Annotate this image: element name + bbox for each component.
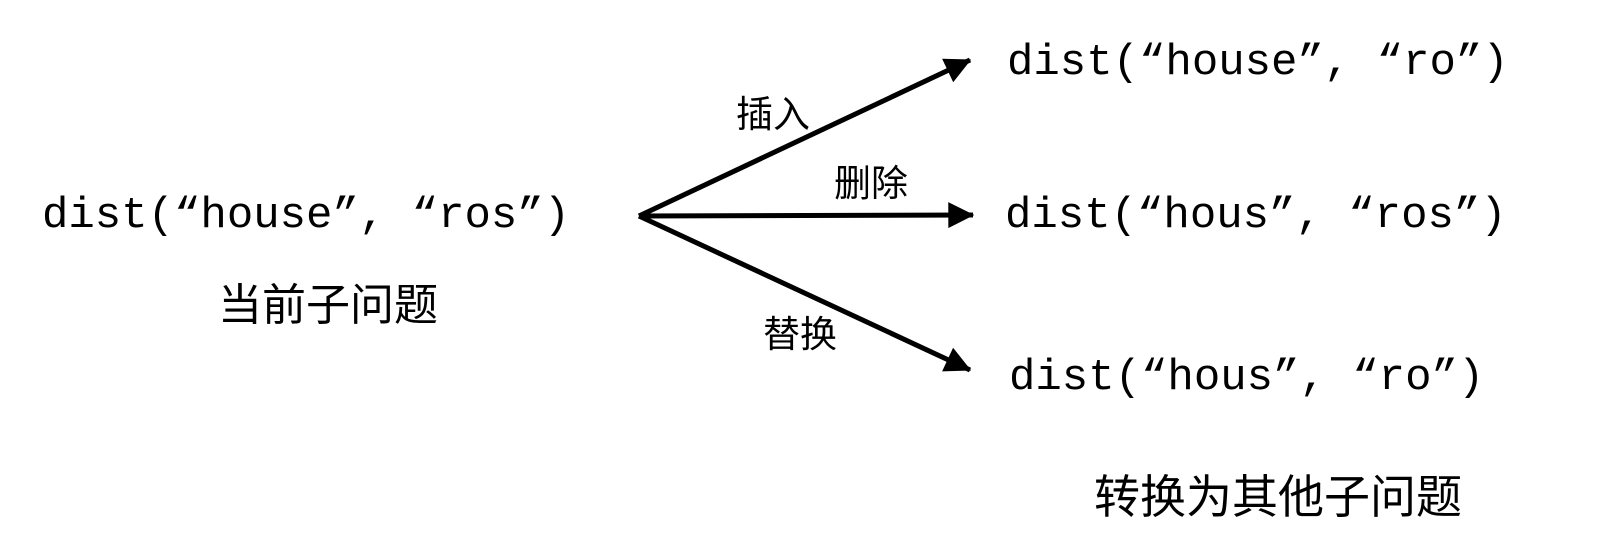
insert-arrow-label: 插入 bbox=[736, 94, 810, 135]
other-subproblems-caption: 转换为其他子问题 bbox=[1094, 471, 1462, 523]
insert-arrow bbox=[637, 57, 972, 219]
replace-result-code: dist(“hous”, “ro”) bbox=[1009, 353, 1485, 403]
current-subproblem-label: 当前子问题 bbox=[218, 281, 438, 330]
replace-arrow-label: 替换 bbox=[763, 314, 837, 355]
delete-arrow bbox=[638, 202, 975, 229]
current-subproblem-code: dist(“house”, “ros”) bbox=[42, 191, 571, 241]
delete-result-code: dist(“hous”, “ros”) bbox=[1005, 191, 1507, 241]
delete-arrow-label: 删除 bbox=[834, 163, 908, 204]
insert-result-code: dist(“house”, “ro”) bbox=[1007, 38, 1509, 88]
replace-arrow bbox=[637, 213, 972, 373]
